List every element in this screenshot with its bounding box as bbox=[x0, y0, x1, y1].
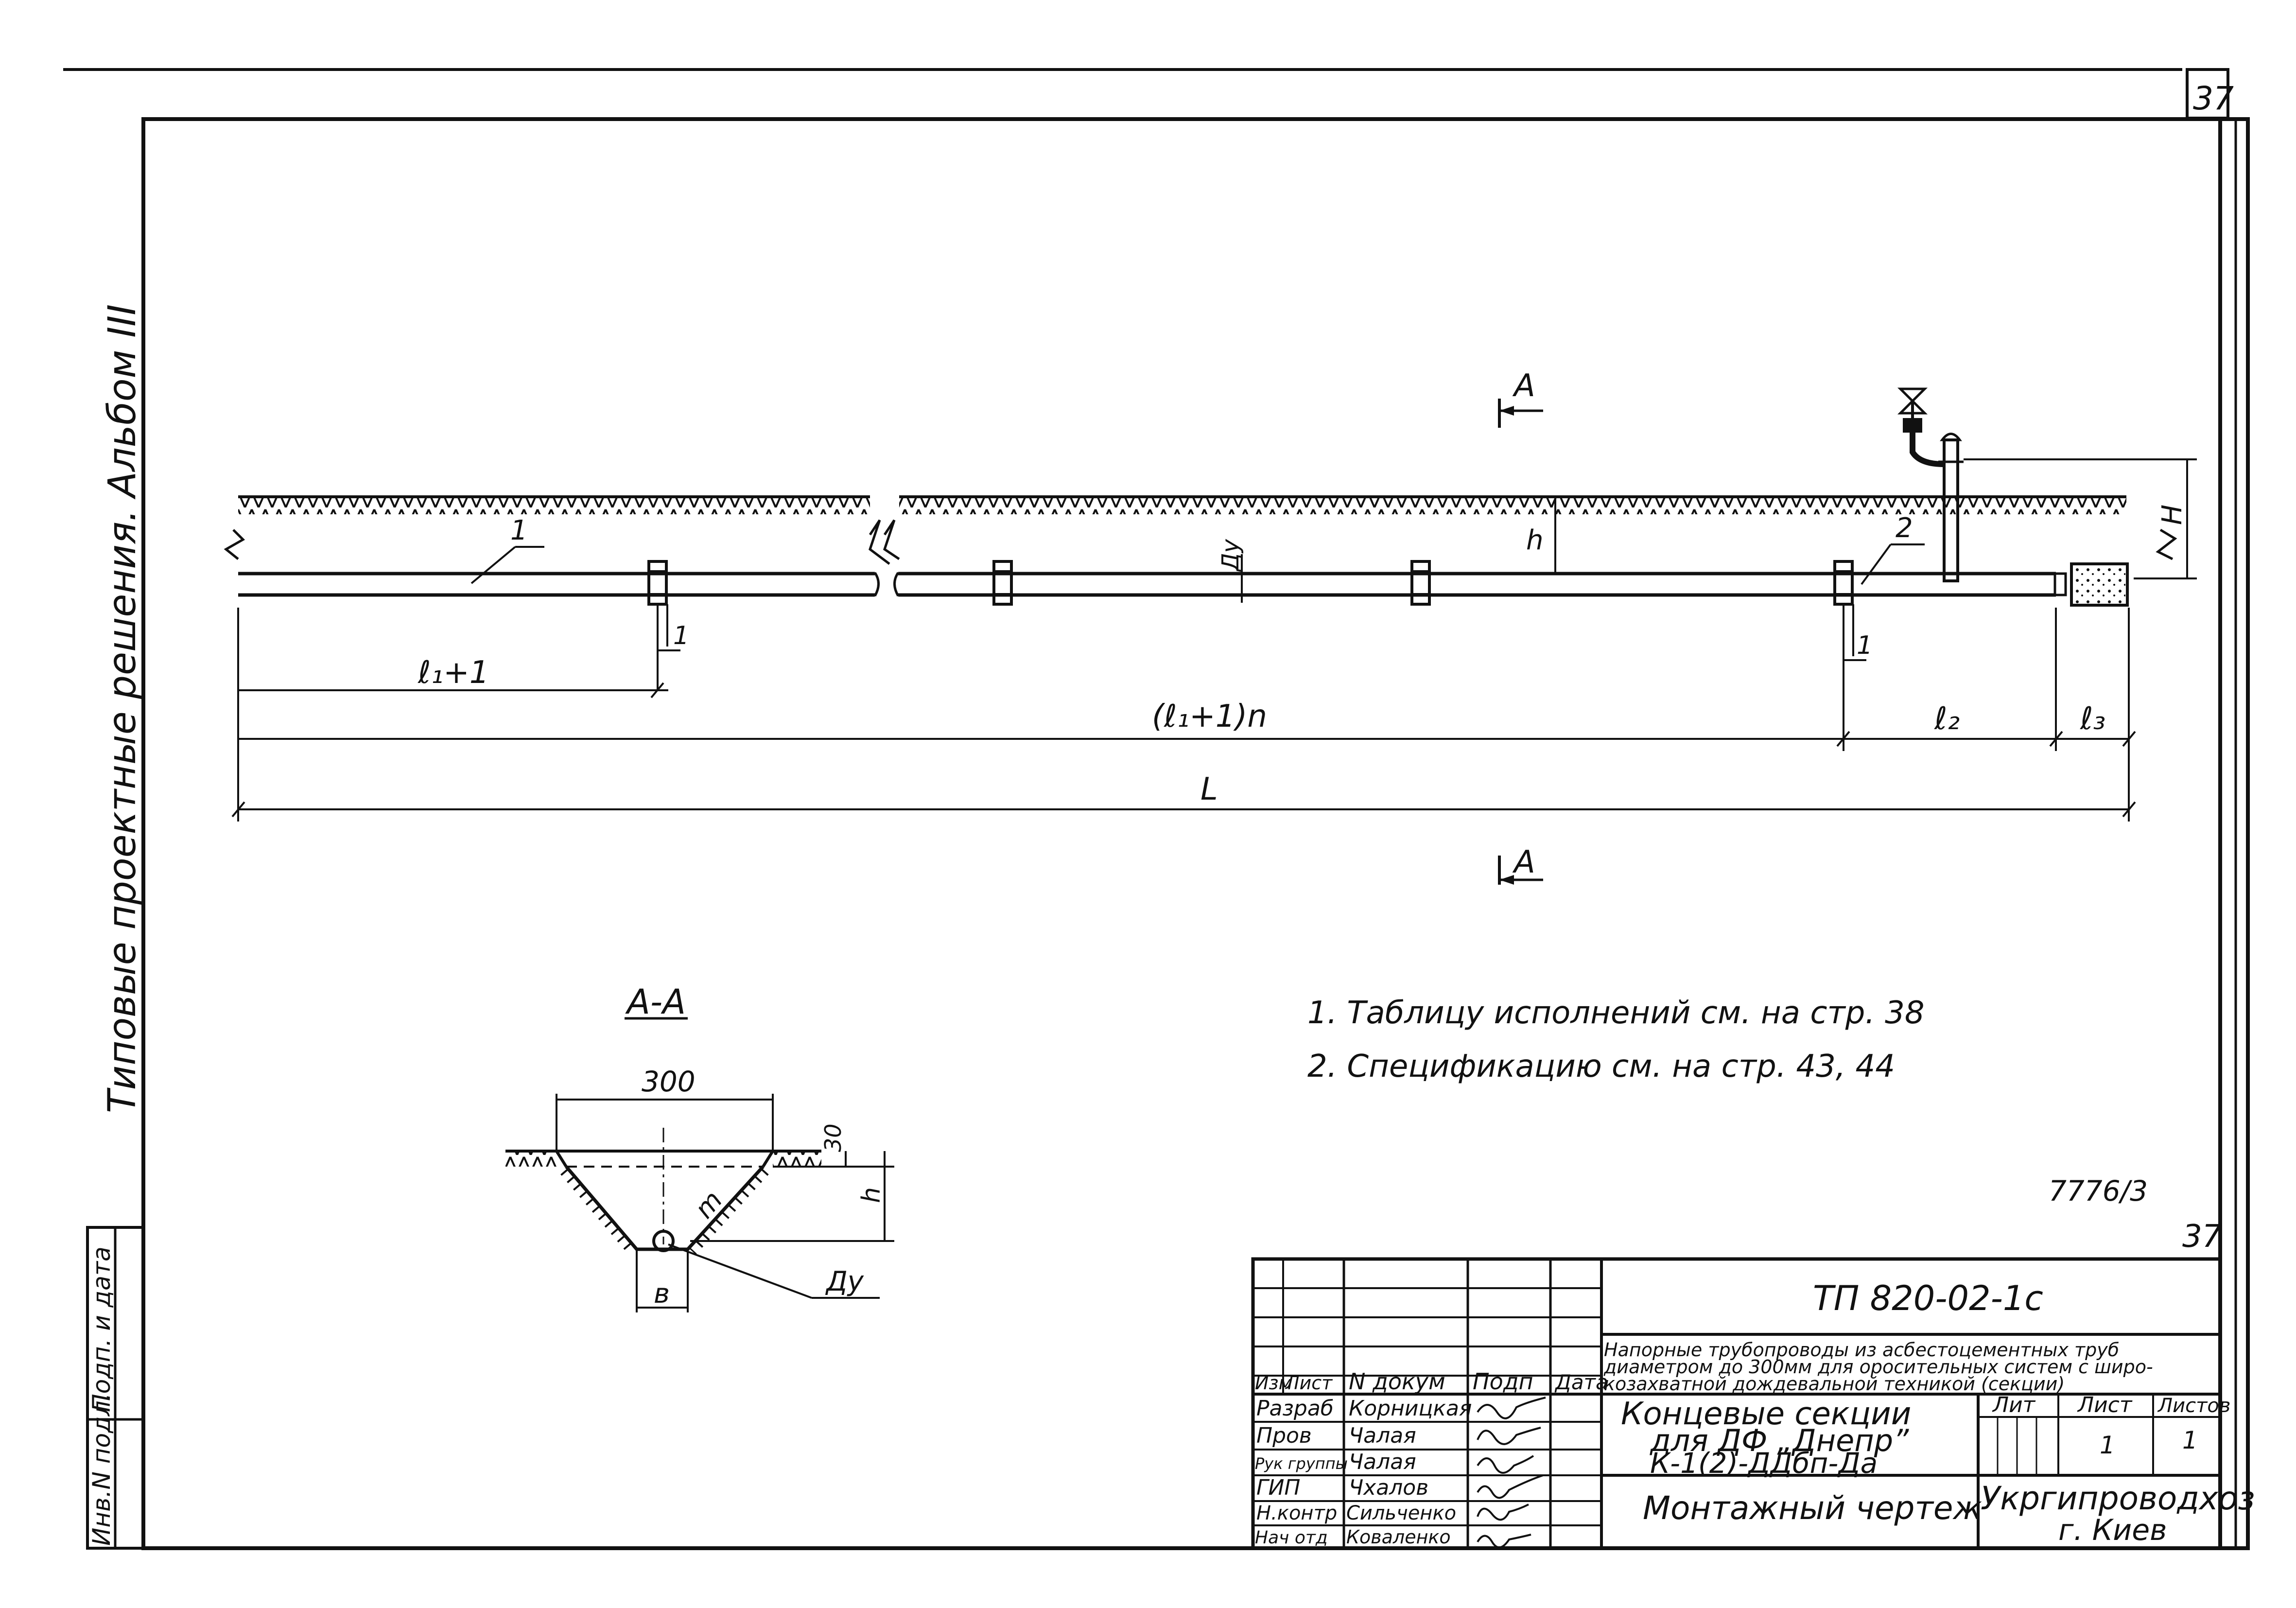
break-mark-right bbox=[2156, 528, 2177, 560]
sheets-value: 1 bbox=[2182, 1426, 2198, 1454]
sheet-number: 37 bbox=[2182, 1219, 2222, 1255]
title-line-3: К-1(2)-ДДбп-Дa bbox=[1650, 1447, 1878, 1480]
page-number: 37 bbox=[2193, 80, 2234, 117]
pipeline bbox=[238, 572, 2056, 597]
organization: Укргипроводхоз bbox=[1981, 1480, 2255, 1517]
sheet-value: 1 bbox=[2100, 1431, 2115, 1459]
section-width-300: 300 bbox=[642, 1065, 696, 1098]
dim-l1-plus-1-n: (ℓ₁+1)n bbox=[1152, 699, 1267, 734]
dim-l2: ℓ₂ bbox=[1934, 701, 1960, 737]
section-marker-label: A bbox=[1512, 844, 1535, 880]
note-2: 2. Спецификацию см. на стр. 43, 44 bbox=[1307, 1049, 1895, 1084]
section-h: h bbox=[857, 1187, 886, 1203]
pipe-coupling bbox=[1833, 560, 1854, 606]
lit-label: Лит bbox=[1992, 1393, 2036, 1417]
role-gip: ГИП bbox=[1256, 1475, 1301, 1500]
section-marker-bottom: A bbox=[1498, 844, 1543, 885]
dim-du: Ду bbox=[1217, 539, 1244, 603]
section-depth-30: 30 bbox=[820, 1123, 846, 1152]
dim-l3: ℓ₃ bbox=[2080, 701, 2105, 737]
note-1: 1. Таблицу исполнений см. на стр. 38 bbox=[1307, 995, 1925, 1031]
break-mark-left bbox=[224, 529, 245, 560]
name-nach-otd: Коваленко bbox=[1346, 1526, 1451, 1548]
name-ruk-gruppy: Чалая bbox=[1349, 1450, 1416, 1474]
dim-du-label: Ду bbox=[1217, 539, 1244, 573]
col-izm: Изм bbox=[1255, 1372, 1292, 1394]
concrete-end-block bbox=[2053, 562, 2129, 607]
side-stamp: Подп. и дата Инв.N подл. bbox=[86, 1226, 145, 1550]
drawing-type: Монтажный чертеж bbox=[1643, 1489, 1982, 1527]
coupling-leg-label: 1 bbox=[673, 621, 689, 650]
doc-code: ТП 820-02-1с bbox=[1813, 1278, 2043, 1318]
section-m: m bbox=[689, 1185, 729, 1224]
col-doc-no: N докум bbox=[1349, 1368, 1445, 1395]
coupling-leg-label: 1 bbox=[1857, 631, 1873, 660]
pipe-coupling bbox=[992, 560, 1013, 606]
signature-marks bbox=[1477, 1397, 1546, 1549]
plan-view: A A 1 2 1 1 bbox=[224, 368, 2197, 885]
section-marker-label: A bbox=[1512, 368, 1535, 404]
section-aa-title: А-А bbox=[625, 982, 686, 1022]
col-date: Дата bbox=[1554, 1370, 1608, 1394]
dim-chain: ℓ₁+1 (ℓ₁+1)n ℓ₂ ℓ₃ L bbox=[231, 608, 2136, 821]
title-line-1: Концевые секции bbox=[1621, 1396, 1911, 1432]
dim-L: L bbox=[1200, 771, 1218, 807]
section-b: в bbox=[654, 1278, 670, 1310]
section-aa: А-А 300 30 h m bbox=[505, 982, 894, 1312]
col-sign: Подп bbox=[1473, 1368, 1533, 1395]
hydrant-riser bbox=[1897, 387, 1964, 582]
role-nach-otd: Нач отд bbox=[1255, 1528, 1328, 1548]
name-n-kontr: Сильченко bbox=[1346, 1502, 1456, 1524]
city: г. Киев bbox=[2058, 1513, 2167, 1547]
description-line-3: козахватной дождевальной техникой (секци… bbox=[1604, 1373, 2065, 1395]
title-line-2: для ДФ „Днепр” bbox=[1650, 1423, 1909, 1458]
section-pipe bbox=[652, 1230, 675, 1252]
section-marker-top: A bbox=[1498, 368, 1543, 428]
name-prov: Чалая bbox=[1349, 1423, 1416, 1448]
dim-h: h bbox=[1526, 497, 1556, 574]
callout-2: 2 bbox=[1861, 512, 1925, 585]
name-razrab: Корницкая bbox=[1349, 1396, 1472, 1421]
description-line-2: диаметром до 300мм для оросительных сист… bbox=[1603, 1356, 2153, 1378]
name-gip: Чхалов bbox=[1349, 1475, 1428, 1500]
role-n-kontr: Н.контр bbox=[1256, 1502, 1337, 1524]
title-block: Изм Лист N докум Подп Дата Разраб Корниц… bbox=[1251, 1257, 2255, 1550]
dim-h-label: h bbox=[1526, 524, 1544, 556]
callout-1: 1 bbox=[470, 515, 544, 584]
ground-surface bbox=[238, 495, 2126, 514]
album-side-text: Типовые проектные решения. Альбом III bbox=[101, 304, 144, 1113]
sheets-label: Листов bbox=[2157, 1395, 2230, 1417]
dim-l1-plus-1: ℓ₁+1 bbox=[417, 655, 489, 691]
role-prov: Пров bbox=[1256, 1423, 1312, 1448]
role-ruk-gruppy: Рук группы bbox=[1255, 1454, 1348, 1473]
dim-H-label: H bbox=[2157, 505, 2188, 525]
stamp-inv-no: Инв.N подл. bbox=[87, 1393, 116, 1546]
callout-2-label: 2 bbox=[1896, 512, 1913, 544]
callout-1-label: 1 bbox=[510, 515, 528, 546]
description-line-1: Напорные трубопроводы из асбестоцементны… bbox=[1604, 1339, 2119, 1361]
stamp-sign-date: Подп. и дата bbox=[87, 1246, 116, 1412]
col-list: Лист bbox=[1285, 1372, 1333, 1394]
sheet-label: Лист bbox=[2077, 1393, 2133, 1417]
pipe-coupling bbox=[1410, 560, 1431, 606]
archive-number: 7776/3 bbox=[2049, 1174, 2148, 1207]
dim-H: H bbox=[1964, 458, 2197, 579]
coupling-leg-left: 1 bbox=[657, 604, 689, 690]
coupling-leg-right: 1 bbox=[1843, 604, 1873, 751]
pipe-coupling bbox=[647, 560, 668, 606]
section-du: Ду bbox=[825, 1266, 864, 1297]
notes: 1. Таблицу исполнений см. на стр. 38 2. … bbox=[1307, 995, 1925, 1084]
break-mark-middle bbox=[869, 519, 900, 565]
role-razrab: Разраб bbox=[1256, 1396, 1334, 1421]
